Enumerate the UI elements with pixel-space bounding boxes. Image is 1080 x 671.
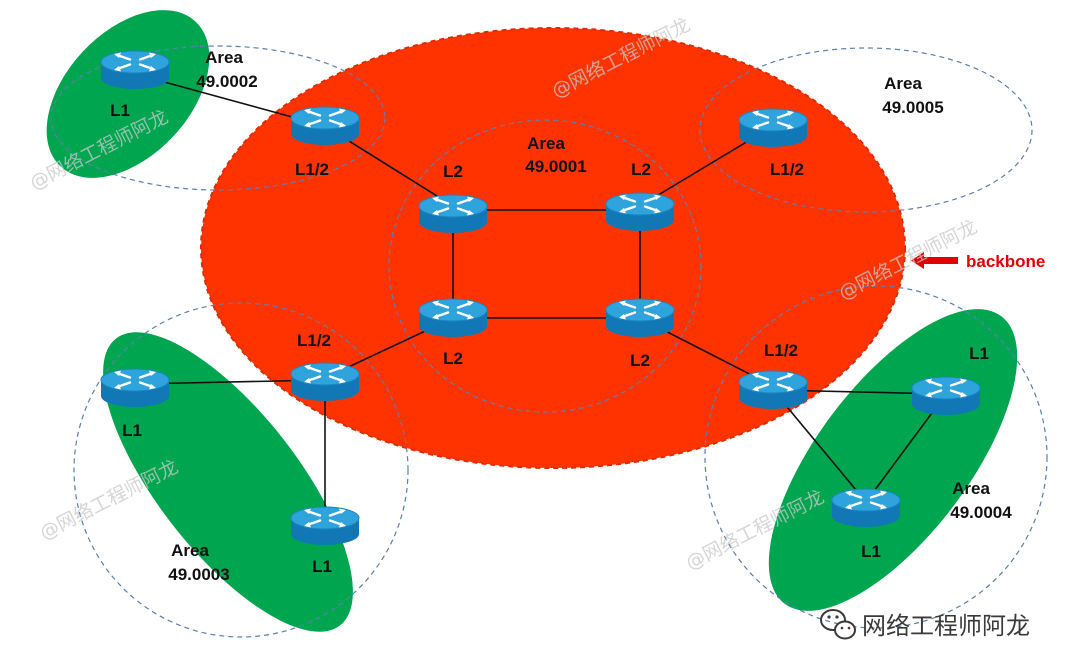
router-core-br	[604, 297, 676, 339]
area-49-0002-fill	[46, 10, 210, 178]
area-49-0002-outline	[50, 45, 386, 191]
area-label-49-0003-id: 49.0003	[168, 565, 229, 584]
router-a4-l1b	[830, 487, 902, 529]
router-core-tl	[417, 193, 489, 235]
router-label-a3-l1b: L1	[312, 557, 332, 576]
router-label-a3-l12: L1/2	[297, 331, 331, 350]
router-a4-l1a	[910, 375, 982, 417]
router-a4-l12	[737, 369, 809, 411]
area-49-0004-outline	[704, 285, 1048, 629]
area-label-49-0005-id: 49.0005	[882, 98, 943, 117]
backbone-ellipse	[200, 27, 906, 469]
area-label-49-0002-id: 49.0002	[196, 72, 257, 91]
area-label-49-0004-word: Area	[952, 479, 990, 498]
area-label-49-0003-word: Area	[171, 541, 209, 560]
router-a2-l12	[289, 105, 361, 147]
area-label-49-0002-word: Area	[205, 48, 243, 67]
router-label-a4-l12: L1/2	[764, 341, 798, 360]
area-49-0003-outline	[73, 302, 409, 638]
router-label-core-br: L2	[630, 351, 650, 370]
router-label-a2-l12: L1/2	[295, 160, 329, 179]
router-label-a3-l1a: L1	[122, 421, 142, 440]
router-label-a4-l1a: L1	[969, 344, 989, 363]
router-a5-l12	[737, 107, 809, 149]
backbone-arrow-icon	[911, 252, 958, 269]
router-a3-l12	[289, 361, 361, 403]
router-core-tr	[604, 191, 676, 233]
backbone-label: backbone	[966, 252, 1045, 271]
area-label-49-0001-id: 49.0001	[525, 157, 586, 176]
wechat-icon	[820, 609, 856, 640]
router-core-bl	[417, 297, 489, 339]
area-49-0003-fill	[103, 332, 353, 632]
router-a2-l1	[99, 49, 171, 91]
area-49-0005-outline	[699, 47, 1033, 213]
router-a3-l1b	[289, 505, 361, 547]
router-label-core-bl: L2	[443, 349, 463, 368]
router-label-core-tr: L2	[631, 160, 651, 179]
router-label-a2-l1: L1	[110, 101, 130, 120]
link-a4l12-a4l1b	[772, 389, 867, 503]
router-label-a5-l12: L1/2	[770, 160, 804, 179]
footer-brand-text: 网络工程师阿龙	[862, 612, 1030, 640]
router-a3-l1a	[99, 367, 171, 409]
router-label-a4-l1b: L1	[861, 542, 881, 561]
area-label-49-0005-word: Area	[884, 74, 922, 93]
area-label-49-0001-word: Area	[527, 134, 565, 153]
area-49-0001-outline	[388, 119, 702, 413]
router-label-core-tl: L2	[443, 162, 463, 181]
area-label-49-0004-id: 49.0004	[950, 503, 1012, 522]
